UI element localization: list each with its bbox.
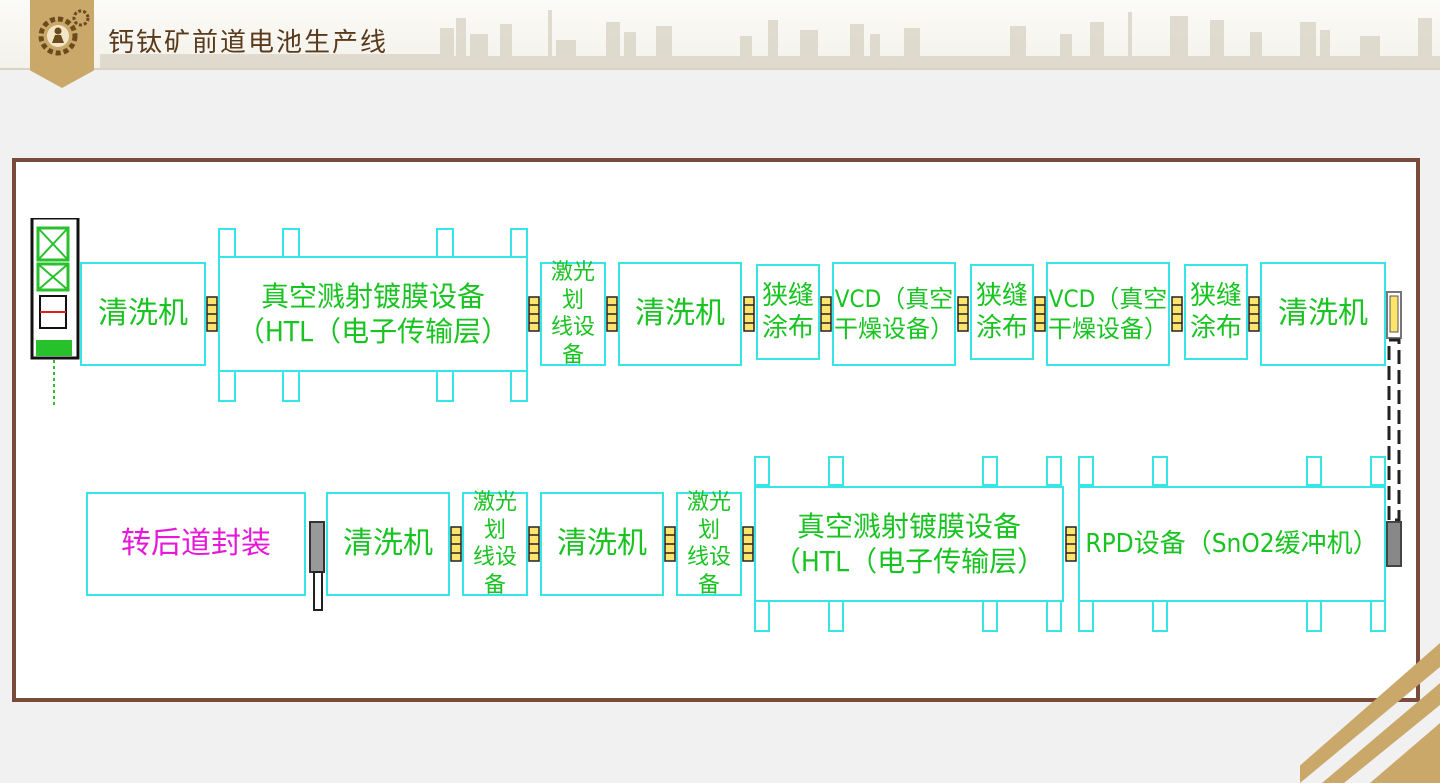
corner-stripes-decoration [1300,623,1440,783]
machine-leg [1046,456,1062,486]
machine-leg [282,228,300,258]
roller-connector-icon [206,296,218,332]
equipment-slot-die-coating: 狭缝 涂布 [970,264,1034,360]
vertical-conveyor-icon [1384,290,1404,570]
equipment-laser-scribing: 激光划 线设备 [676,492,742,596]
equipment-rpd: RPD设备（SnO2缓冲机） [1078,486,1386,602]
equipment-slot-die-coating: 狭缝 涂布 [756,264,820,360]
machine-leg [1370,456,1386,486]
roller-connector-icon [742,526,754,562]
roller-connector-icon [606,296,618,332]
equipment-cleaning-machine: 清洗机 [1260,262,1386,366]
loading-station-icon [30,218,82,410]
page-title: 钙钛矿前道电池生产线 [108,22,388,59]
machine-leg [754,600,770,632]
equipment-vacuum-sputtering: 真空溅射镀膜设备 （HTL（电子传输层） [218,256,528,372]
machine-leg [218,370,236,402]
roller-connector-icon [820,296,832,332]
machine-leg [1046,600,1062,632]
machine-leg [1152,456,1168,486]
roller-connector-icon [1065,526,1077,562]
machine-leg [828,456,844,486]
equipment-vcd-drying: VCD（真空 干燥设备） [1046,262,1170,366]
roller-connector-icon [528,296,540,332]
header-rule [0,68,1440,70]
machine-leg [510,228,528,258]
equipment-vcd-drying: VCD（真空 干燥设备） [832,262,956,366]
machine-leg [1306,456,1322,486]
equipment-cleaning-machine: 清洗机 [618,262,742,366]
machine-leg [1078,600,1094,632]
equipment-cleaning-machine: 清洗机 [80,262,206,366]
machine-leg [1152,600,1168,632]
roller-connector-icon [1171,296,1183,332]
roller-connector-icon [308,520,326,612]
machine-leg [828,600,844,632]
equipment-laser-scribing: 激光划 线设备 [540,262,606,366]
equipment-slot-die-coating: 狭缝 涂布 [1184,264,1248,360]
logo-badge [30,0,94,88]
machine-leg [510,370,528,402]
equipment-vacuum-sputtering: 真空溅射镀膜设备 （HTL（电子传输层） [754,486,1064,602]
machine-leg [282,370,300,402]
equipment-cleaning-machine: 清洗机 [326,492,450,596]
roller-connector-icon [528,526,540,562]
machine-leg [218,228,236,258]
roller-connector-icon [743,296,755,332]
roller-connector-icon [1034,296,1046,332]
gear-worker-logo-icon [34,6,94,66]
equipment-laser-scribing: 激光划 线设备 [462,492,528,596]
roller-connector-icon [1248,296,1260,332]
equipment-backend-packaging: 转后道封装 [86,492,306,596]
roller-connector-icon [450,526,462,562]
equipment-cleaning-machine: 清洗机 [540,492,664,596]
roller-connector-icon [957,296,969,332]
machine-leg [754,456,770,486]
machine-leg [1078,456,1094,486]
machine-leg [982,456,998,486]
roller-connector-icon [664,526,676,562]
machine-leg [436,228,454,258]
machine-leg [982,600,998,632]
machine-leg [436,370,454,402]
